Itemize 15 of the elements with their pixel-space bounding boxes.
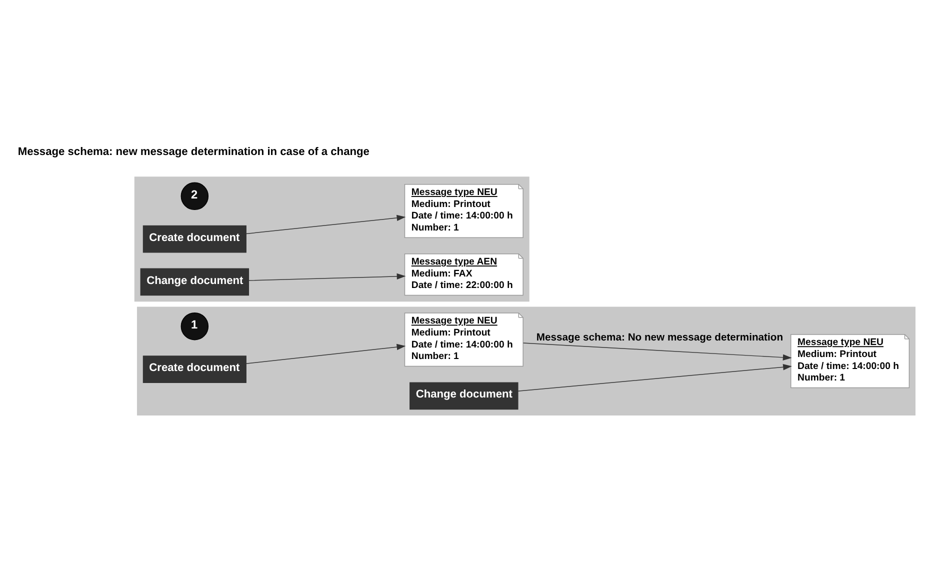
cluster: [134, 176, 530, 302]
edge-label: Message schema: No new message determination: [536, 332, 784, 344]
arrow: [246, 214, 406, 234]
arrow: [248, 273, 406, 281]
label: Message schema: new message determination in case of a change: [18, 146, 370, 158]
node-box: Change document: [410, 382, 518, 410]
arrow: [518, 364, 792, 392]
arrow: [246, 344, 406, 364]
node-box: Change document: [140, 268, 250, 296]
arrow: [522, 342, 792, 361]
node-circle: 2: [180, 182, 209, 210]
node-box: Create document: [142, 356, 246, 383]
node-box: Create document: [142, 225, 246, 253]
node-circle: 1: [180, 312, 209, 340]
cluster: [136, 306, 916, 416]
